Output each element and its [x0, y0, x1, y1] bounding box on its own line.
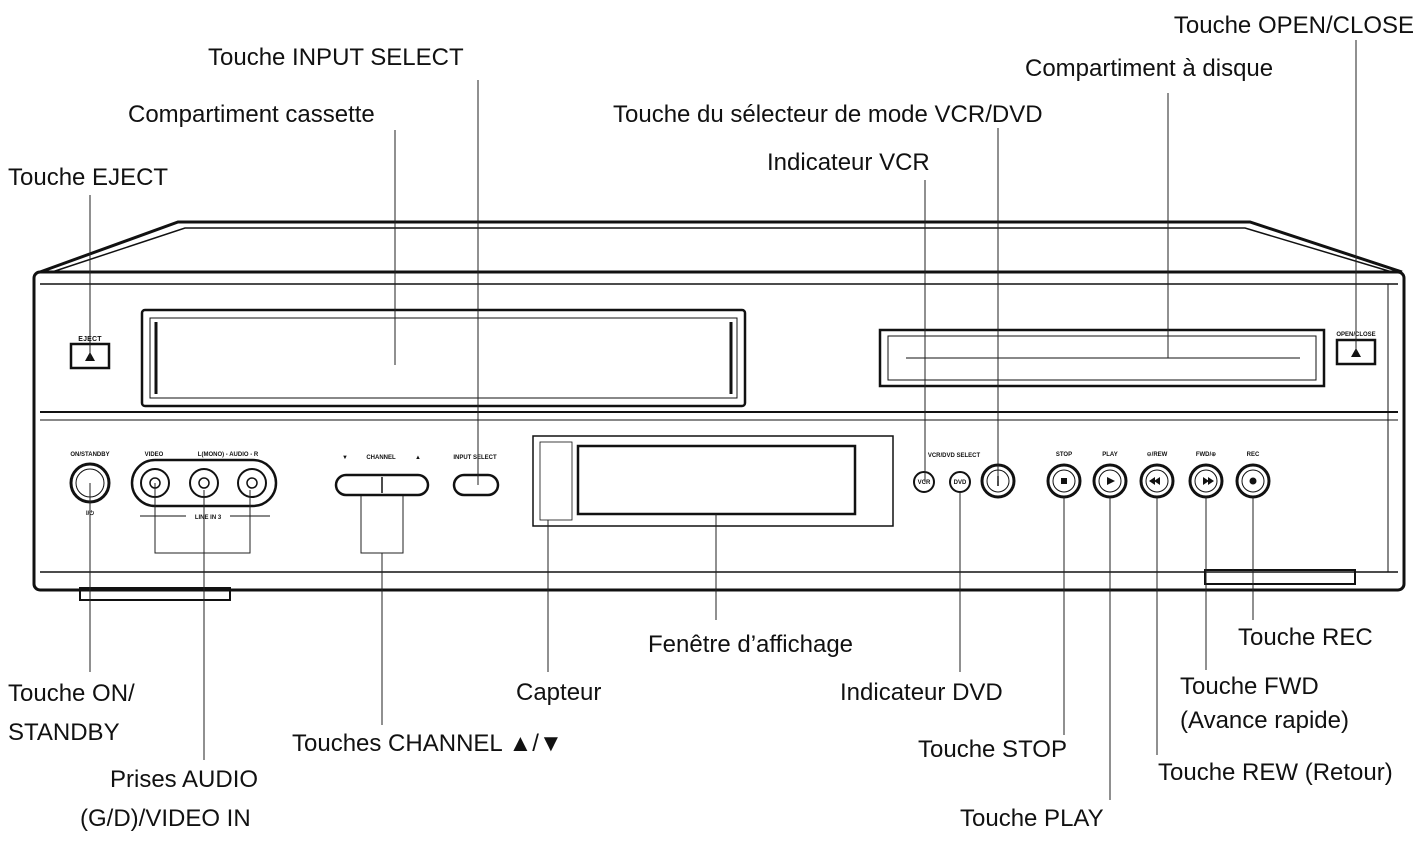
- fwd-button[interactable]: FWD/⊕: [1188, 452, 1224, 499]
- rewind-icon: [1149, 477, 1160, 485]
- callouts: Touche OPEN/CLOSE Touche INPUT SELECT Co…: [8, 12, 1414, 832]
- disc-tray: [878, 328, 1326, 388]
- on-standby-panel-label: ON/STANDBY: [70, 452, 109, 458]
- stop-button[interactable]: STOP: [1046, 452, 1082, 499]
- callout-on-standby-line2: STANDBY: [8, 719, 120, 746]
- vcr-indicator: VCR: [913, 471, 935, 493]
- callout-fwd-line1: Touche FWD: [1180, 673, 1319, 700]
- callout-input-select: Touche INPUT SELECT: [208, 44, 464, 71]
- input-select-button[interactable]: INPUT SELECT: [452, 455, 500, 497]
- callout-disc-tray: Compartiment à disque: [1025, 55, 1273, 82]
- callout-vcr-indicator: Indicateur VCR: [767, 149, 930, 176]
- callout-on-standby-line1: Touche ON/: [8, 680, 135, 707]
- stop-panel-label: STOP: [1056, 452, 1072, 458]
- callout-play: Touche PLAY: [960, 805, 1104, 832]
- channel-down-button[interactable]: [342, 480, 380, 490]
- vcr-dvd-select-group: VCR/DVD SELECT VCR DVD: [913, 453, 1016, 499]
- play-button[interactable]: PLAY: [1092, 452, 1128, 499]
- audio-jack-label: L(MONO) - AUDIO - R: [198, 452, 259, 458]
- callout-mode-selector: Touche du sélecteur de mode VCR/DVD: [613, 101, 1043, 128]
- callout-open-close: Touche OPEN/CLOSE: [1174, 12, 1414, 39]
- video-jack-label: VIDEO: [145, 452, 164, 458]
- callout-rec: Touche REC: [1238, 624, 1373, 651]
- callout-fwd-line2: (Avance rapide): [1180, 707, 1349, 734]
- input-select-panel-label: INPUT SELECT: [453, 455, 497, 461]
- fwd-panel-label: FWD/⊕: [1196, 452, 1216, 458]
- cassette-compartment: [140, 308, 747, 408]
- callout-audio-in-line2: (G/D)/VIDEO IN: [80, 805, 251, 832]
- callout-channel-keys: Touches CHANNEL ▲/▼: [292, 730, 563, 757]
- rec-button[interactable]: REC: [1235, 452, 1271, 499]
- rew-panel-label: ⊖/REW: [1147, 452, 1168, 458]
- vcr-indicator-label: VCR: [918, 480, 931, 486]
- callout-display-window: Fenêtre d’affichage: [648, 631, 853, 658]
- line-in-label: LINE IN 3: [195, 515, 222, 521]
- channel-up-label: ▲: [415, 455, 421, 461]
- dvd-indicator: DVD: [949, 471, 971, 493]
- dvd-indicator-label: DVD: [954, 480, 967, 486]
- audio-right-jack[interactable]: [237, 468, 267, 498]
- callout-sensor: Capteur: [516, 679, 601, 706]
- play-icon: [1107, 477, 1115, 485]
- callout-cassette: Compartiment cassette: [128, 101, 375, 128]
- rec-panel-label: REC: [1247, 452, 1260, 458]
- vcr-dvd-select-panel-label: VCR/DVD SELECT: [928, 453, 981, 459]
- record-icon: [1249, 477, 1257, 485]
- callout-rew: Touche REW (Retour): [1158, 759, 1393, 786]
- channel-buttons: ▼ CHANNEL ▲: [334, 455, 430, 497]
- display-window: [532, 435, 894, 527]
- eject-icon: [1351, 348, 1361, 357]
- callout-dvd-indicator: Indicateur DVD: [840, 679, 1003, 706]
- leader-lines: [89, 40, 1357, 800]
- play-panel-label: PLAY: [1102, 452, 1117, 458]
- stop-icon: [1061, 478, 1067, 484]
- fast-forward-icon: [1203, 477, 1214, 485]
- callout-stop: Touche STOP: [918, 736, 1067, 763]
- channel-up-button[interactable]: [384, 480, 422, 490]
- rew-button[interactable]: ⊖/REW: [1139, 452, 1175, 499]
- device-body: [32, 220, 1406, 601]
- transport-buttons: STOP PLAY ⊖/REW FWD/⊕ REC: [1046, 452, 1271, 499]
- line-in-jacks: VIDEO L(MONO) - AUDIO - R LINE IN 3: [130, 452, 278, 521]
- callout-audio-in-line1: Prises AUDIO: [110, 766, 258, 793]
- channel-label: CHANNEL: [366, 455, 396, 461]
- callout-eject: Touche EJECT: [8, 164, 168, 191]
- channel-down-label: ▼: [342, 455, 348, 461]
